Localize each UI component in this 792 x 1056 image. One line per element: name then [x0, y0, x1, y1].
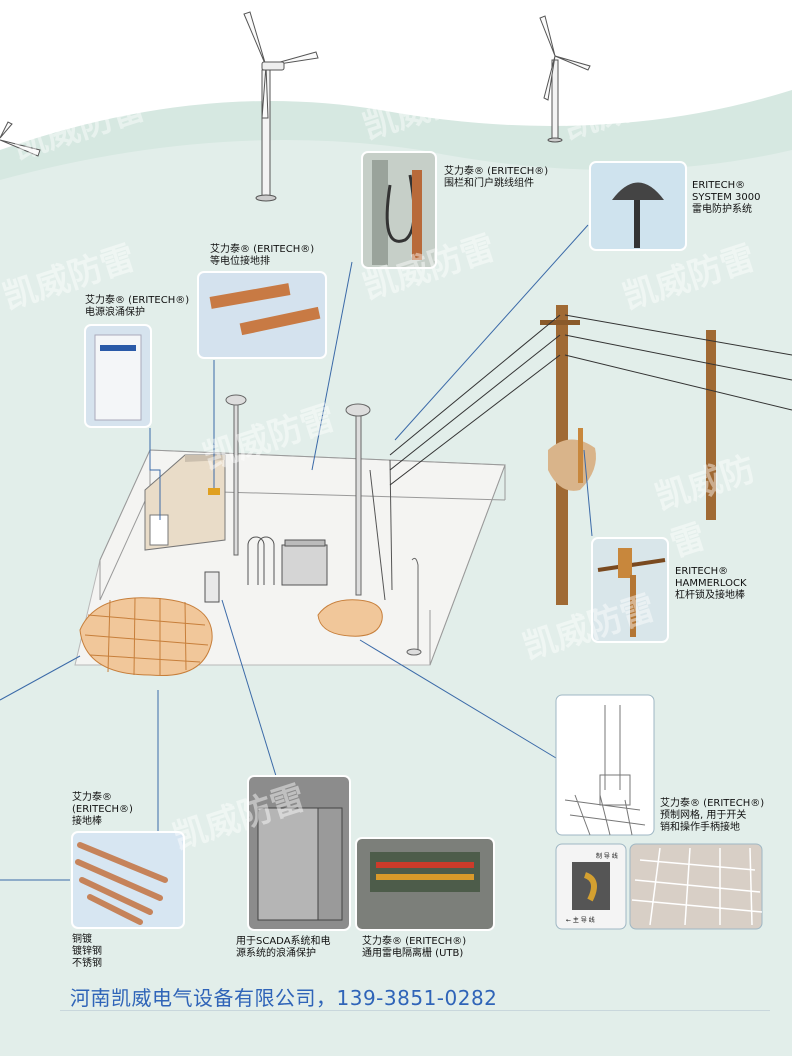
label-equipotential-bar: 艾力泰® (ERITECH®) 等电位接地排: [210, 244, 315, 267]
label-hammerlock: ERITECH® HAMMERLOCK 杠杆锁及接地棒: [675, 566, 747, 601]
wind-turbine-right: [539, 15, 591, 143]
label-rod-materials: 铜镀 镀锌钢 不锈钢: [72, 934, 102, 969]
wind-turbine-edge: [0, 121, 41, 157]
control-building: [144, 454, 226, 551]
photo-mesh-grid: [629, 843, 763, 930]
label-ground-rod: 艾力泰® (ERITECH®) 接地棒: [72, 792, 133, 827]
label-fence-jumper-kit: 艾力泰® (ERITECH®) 围栏和门户跳线组件: [444, 166, 549, 189]
power-pole-back: [706, 330, 716, 520]
photo-mesh-inset: [555, 843, 627, 930]
photo-system3000-terminal: [589, 161, 687, 251]
mesh-inset-top-label: 制 导 线: [596, 852, 618, 860]
photo-hammerlock: [591, 537, 669, 643]
pole-ground-rod: [578, 428, 583, 483]
photo-utb-panel: [355, 837, 495, 931]
grounding-grid-right: [317, 599, 383, 637]
label-prefab-mesh: 艾力泰® (ERITECH®) 预制网格, 用于开关 销和操作手柄接地: [660, 798, 765, 833]
mesh-inset-bottom-label: ← 主 导 线: [566, 916, 595, 924]
company-footer: 河南凯威电气设备有限公司，139-3851-0282: [70, 986, 498, 1010]
lightning-mast-right: [406, 557, 422, 656]
photo-scada-cabinet: [247, 775, 351, 931]
label-surge-protection: 艾力泰® (ERITECH®) 电源浪涌保护: [85, 295, 190, 318]
switchgear: [247, 459, 393, 601]
label-scada-surge: 用于SCADA系统和电 源系统的浪涌保护: [236, 936, 331, 959]
transformer: [281, 539, 328, 586]
photo-fence-jumper-kit: [361, 151, 437, 269]
photo-ground-rods: [71, 831, 185, 929]
power-lines: [389, 314, 792, 486]
photo-mesh-drawing: [555, 694, 655, 836]
photo-surge-protector: [84, 324, 152, 428]
photo-equipotential-bar: [197, 271, 327, 359]
lightning-mast-center: [345, 403, 371, 596]
label-system3000: ERITECH® SYSTEM 3000 雷电防护系统: [692, 180, 761, 215]
leader-lines: [0, 224, 593, 881]
cabinet: [204, 571, 220, 603]
lightning-mast-left: [225, 394, 247, 556]
footer-divider: [60, 1010, 770, 1011]
wind-turbine-left: [243, 11, 319, 202]
grounding-grid-left: [79, 597, 213, 677]
label-utb: 艾力泰® (ERITECH®) 通用雷电隔离栅 (UTB): [362, 936, 467, 959]
